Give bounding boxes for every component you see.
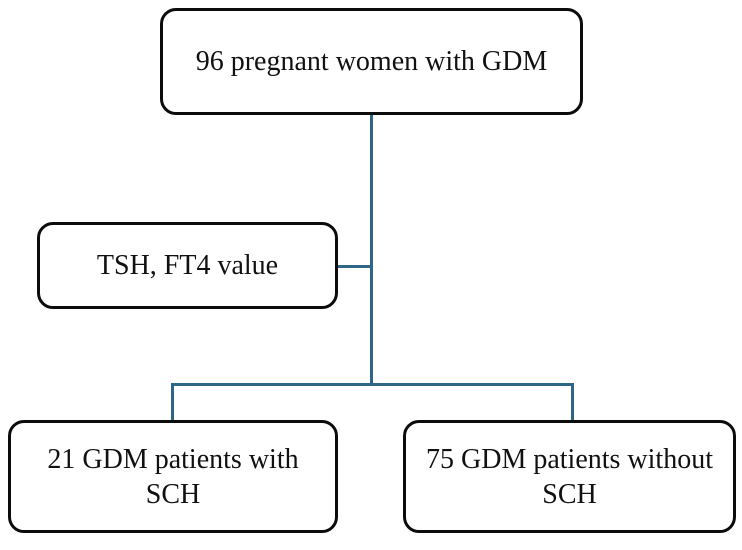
flowchart-node-label: 96 pregnant women with GDM <box>195 46 548 77</box>
flowchart-node-gdm-without-sch: 75 GDM patients without SCH <box>403 420 736 533</box>
right-drop-connector-line <box>571 383 574 422</box>
side-connector-line <box>336 265 372 268</box>
flowchart-node-label: 21 GDM patients with SCH <box>47 443 299 510</box>
flowchart-node-total-gdm: 96 pregnant women with GDM <box>160 8 583 115</box>
flowchart-node-label: 75 GDM patients without SCH <box>426 443 713 510</box>
branch-connector-line <box>171 383 574 386</box>
left-drop-connector-line <box>171 383 174 422</box>
trunk-connector-line <box>370 113 373 386</box>
flowchart-node-gdm-with-sch: 21 GDM patients with SCH <box>8 420 338 533</box>
flowchart-node-label: TSH, FT4 value <box>96 250 279 281</box>
flowchart-node-tsh-ft4: TSH, FT4 value <box>37 222 338 309</box>
